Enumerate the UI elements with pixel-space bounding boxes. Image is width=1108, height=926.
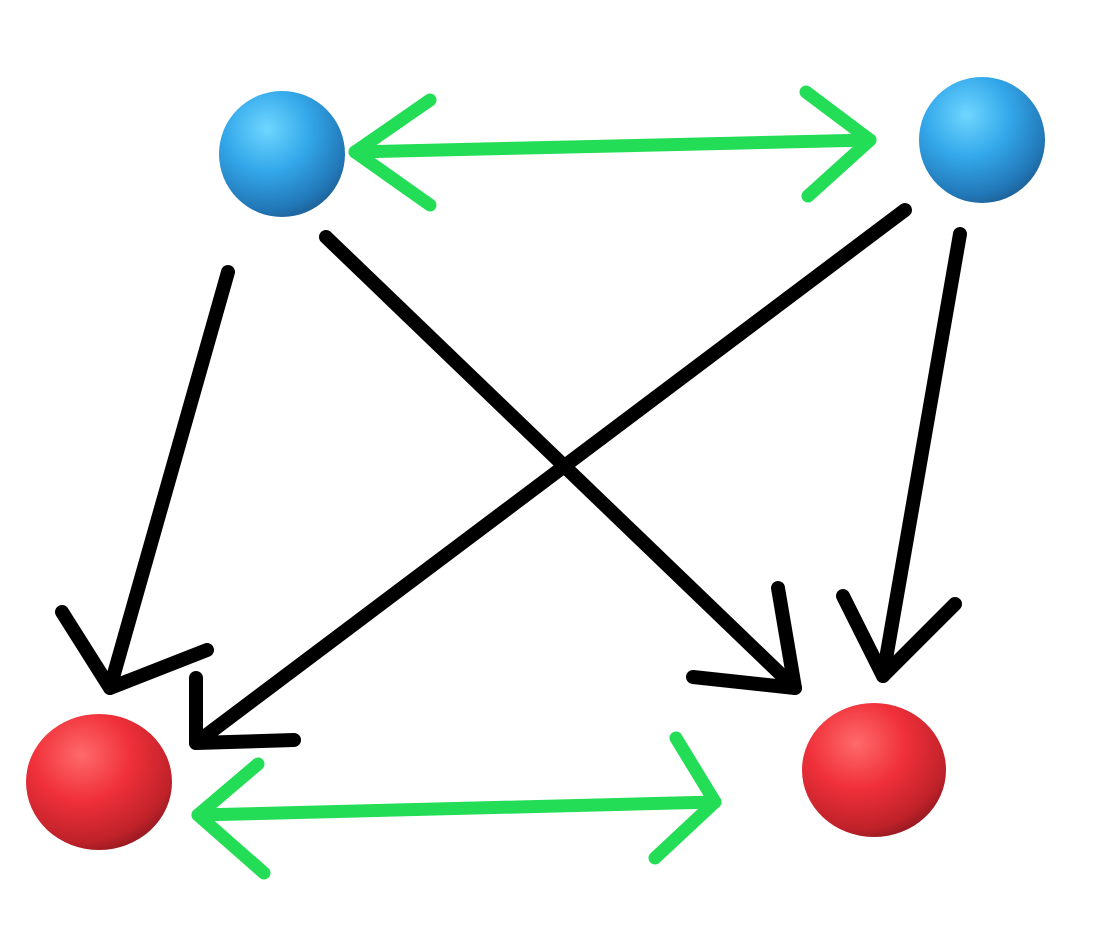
arrow-top-right-to-bottom-right — [836, 227, 967, 683]
arrow-top-left-to-bottom-left — [55, 265, 235, 695]
node-bottom-right — [802, 703, 946, 837]
node-top-right — [919, 77, 1045, 203]
arrow-top-bidirectional — [348, 85, 877, 212]
node-top-left — [219, 91, 345, 217]
arrow-bottom-bidirectional — [191, 731, 722, 880]
arrow-top-right-to-bottom-left — [189, 203, 912, 750]
node-bottom-left — [26, 714, 172, 850]
